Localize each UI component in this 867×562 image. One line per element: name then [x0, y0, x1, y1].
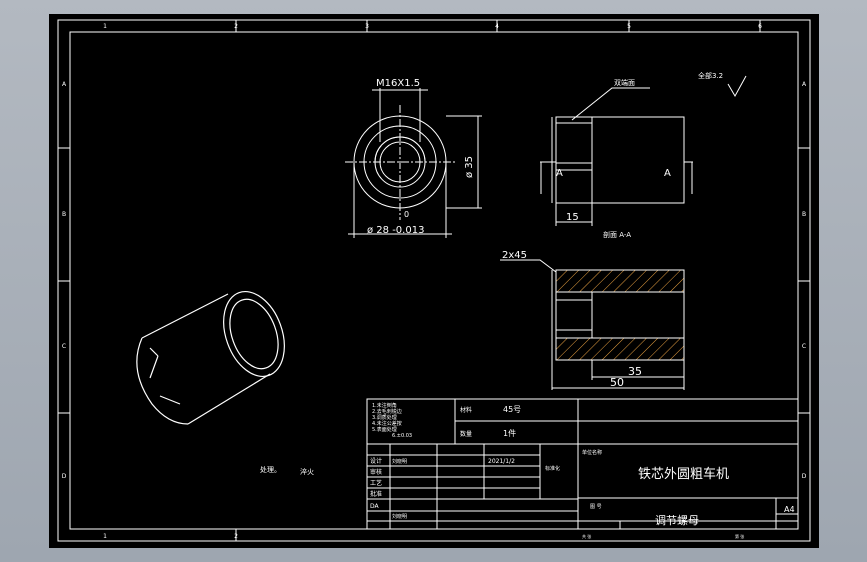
main-title: 铁芯外圆粗车机: [638, 466, 729, 482]
part-name: 调节螺母: [655, 514, 699, 527]
thread-label: M16X1.5: [376, 78, 420, 89]
tolerance-label: ø 28 -0.013: [367, 225, 424, 236]
title-block-grid: [366, 398, 799, 530]
tech-req-4: 4.未注公差按: [372, 420, 402, 427]
sheet-count: 共 张: [582, 533, 591, 539]
note-line-2: 淬火: [300, 467, 314, 476]
tech-req-3: 3.调质处理: [372, 414, 397, 421]
row-label-review: 审核: [370, 468, 382, 476]
zone-row-a-right: A: [802, 81, 807, 88]
material-value: 45号: [503, 405, 521, 414]
tech-requirements: 1.未注倒角 2.去毛刺锐边 3.调质处理 4.未注公差按 5.表面处理 6.±…: [372, 402, 412, 439]
side-view: [540, 87, 693, 226]
row-label-approve: 批准: [370, 490, 382, 498]
note-line-1: 处理。: [260, 465, 281, 474]
zone-col-4: 4: [495, 23, 499, 30]
roughness-symbol: [727, 75, 747, 98]
roughness-label: 全部3.2: [698, 71, 723, 80]
tech-req-1: 1.未注倒角: [372, 402, 397, 409]
leader-note: 双端面: [614, 78, 635, 87]
org-label: 单位名称: [582, 449, 602, 456]
drawing-paper: [49, 14, 819, 548]
tech-req-6: 6.±0.03: [392, 433, 412, 439]
diameter-label: ø 35: [464, 156, 475, 178]
zone-row-b-right: B: [802, 211, 806, 218]
dim-35: 35: [628, 365, 642, 378]
row-label-da: DA: [370, 503, 380, 510]
row-label-design: 设计: [370, 457, 382, 465]
drawing-number-label: 图 号: [590, 504, 602, 510]
tech-req-2: 2.去毛刺锐边: [372, 408, 402, 415]
sheet-index: 第 张: [735, 533, 744, 539]
section-mark-left: A: [556, 168, 563, 179]
zone-col-2: 2: [234, 23, 238, 30]
zone-col-5: 5: [627, 23, 631, 30]
isometric-view: [136, 290, 285, 425]
zone-row-b: B: [62, 211, 66, 218]
designer-name: 刘晓明: [392, 458, 407, 465]
zone-col-6: 6: [758, 23, 762, 30]
zone-row-a: A: [62, 81, 67, 88]
zone-row-d-right: D: [802, 473, 807, 480]
stamp-label: 标准化: [545, 465, 560, 472]
section-title: 剖面 A-A: [603, 230, 631, 239]
drawing-date: 2021/1/2: [488, 458, 515, 465]
zone-row-d: D: [62, 473, 67, 480]
tech-req-5: 5.表面处理: [372, 426, 397, 433]
section-mark-right: A: [664, 168, 671, 179]
front-view: [345, 88, 482, 238]
dim-50: 50: [610, 376, 624, 389]
chamfer-label: 2x45: [502, 250, 527, 261]
material-key: 材料: [460, 406, 472, 414]
zone-col-3: 3: [365, 23, 369, 30]
zone-row-c: C: [62, 343, 66, 350]
tolerance-upper: 0: [404, 210, 409, 219]
zone-col-bottom-2: 2: [234, 533, 238, 540]
sheet-size: A4: [784, 505, 795, 514]
designer-name-bottom: 刘晓明: [392, 513, 407, 520]
quantity-value: 1件: [503, 428, 516, 438]
lower-section-view: [500, 259, 685, 390]
row-label-process: 工艺: [370, 479, 382, 487]
zone-col-bottom-1: 1: [103, 533, 107, 540]
zone-col-1: 1: [103, 23, 107, 30]
quantity-key: 数量: [460, 430, 472, 438]
zone-row-c-right: C: [802, 343, 806, 350]
dim-15: 15: [566, 212, 579, 223]
zone-ticks: [58, 20, 810, 541]
